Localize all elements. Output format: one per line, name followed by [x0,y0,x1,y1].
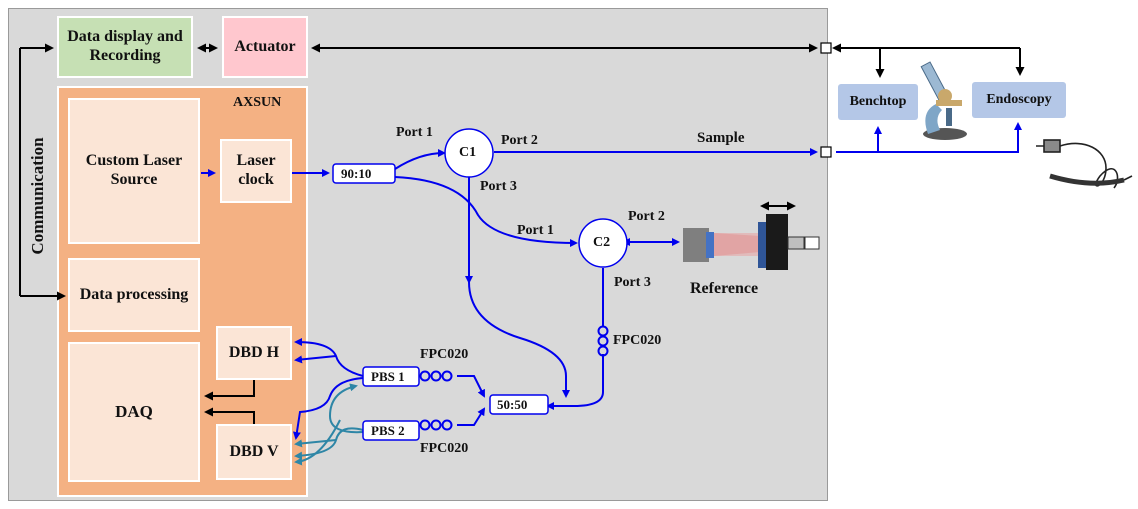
benchtop-box: Benchtop [838,84,918,120]
axsun-title: AXSUN [233,95,282,110]
c2-port1-label: Port 1 [517,223,554,238]
laser-clock-box: Laser clock [220,139,292,203]
data-processing-box: Data processing [68,258,200,332]
c2-port3-label: Port 3 [614,275,651,290]
coupler-50-50-box [489,394,549,415]
coupler-90-10-box [332,163,396,184]
coupler-50-50-label: 50:50 [497,397,528,412]
circulator-c2 [578,218,628,268]
laser-source-box: Custom Laser Source [68,98,200,244]
c1-label: C1 [459,145,477,160]
c1-port1-label: Port 1 [396,125,433,140]
daq-box: DAQ [68,342,200,482]
fpc-bottom-label: FPC020 [420,441,469,456]
microscope-icon [920,61,967,140]
teal-fiber-paths [294,383,364,466]
fiber-paths [201,122,1022,440]
actuator-box: Actuator [222,16,308,78]
fpc-top-label: FPC020 [420,347,469,362]
dbd-v-box: DBD V [216,424,292,480]
c1-port2-label: Port 2 [501,133,538,148]
endoscopy-box: Endoscopy [972,82,1066,118]
coupler-90-10-label: 90:10 [341,166,372,181]
pbs2-label: PBS 2 [371,423,405,438]
sample-label: Sample [697,130,745,146]
circulator-c1 [444,128,494,178]
pbs1-label: PBS 1 [371,369,405,384]
fpc-loops [419,325,609,431]
reference-mirror-assembly [683,214,820,270]
pbs2-box [362,420,420,441]
c1-port3-label: Port 3 [480,179,517,194]
sample-connector [820,146,832,158]
fpc-right-label: FPC020 [613,333,662,348]
control-lines [19,43,1025,424]
c2-port2-label: Port 2 [628,209,665,224]
dbd-h-box: DBD H [216,326,292,380]
pbs1-box [362,366,420,387]
reference-label: Reference [690,280,759,297]
data-display-recording-box: Data display and Recording [57,16,193,78]
endoscope-icon [1036,139,1133,189]
actuator-connector [820,42,832,54]
c2-label: C2 [593,235,611,250]
